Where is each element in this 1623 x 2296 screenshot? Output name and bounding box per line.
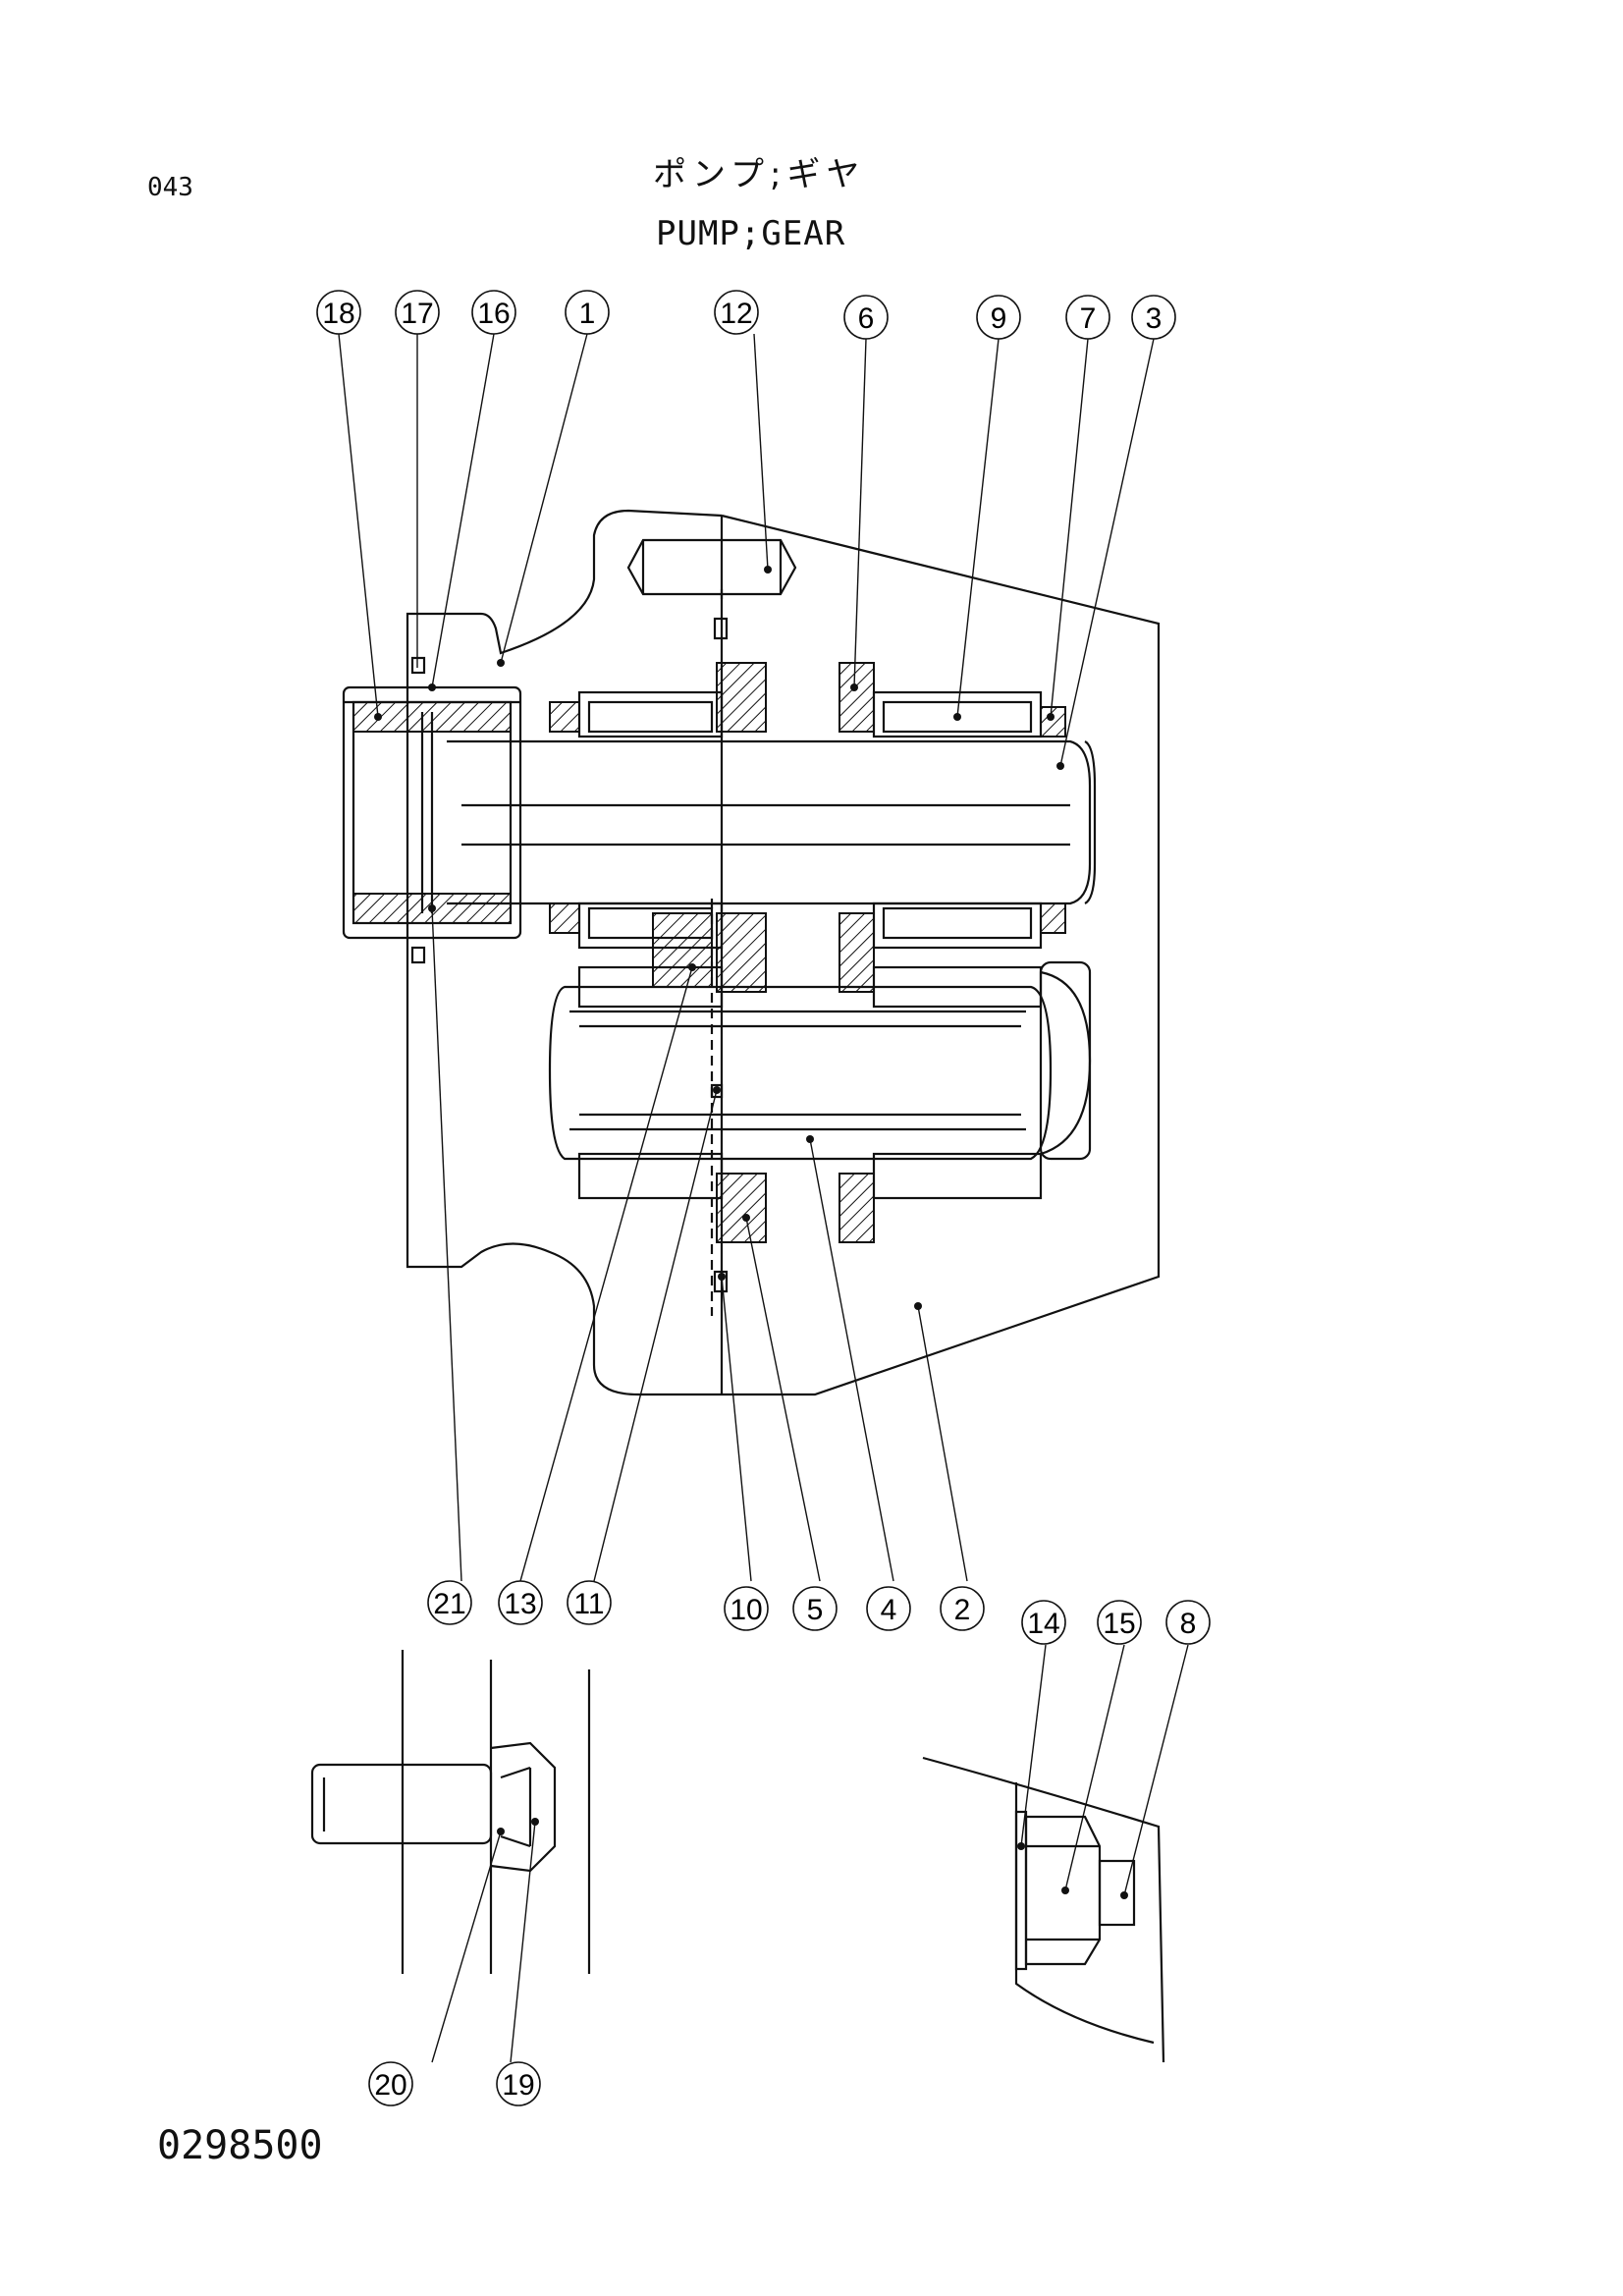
svg-text:7: 7 — [1080, 302, 1097, 335]
svg-text:13: 13 — [504, 1588, 536, 1620]
drawing-number: 0298500 — [157, 2123, 323, 2168]
svg-text:19: 19 — [502, 2069, 534, 2102]
nut-detail-right — [922, 1756, 1165, 2063]
svg-text:17: 17 — [401, 298, 433, 330]
svg-text:16: 16 — [477, 298, 510, 330]
svg-text:20: 20 — [374, 2069, 406, 2102]
callout-21: 21 — [427, 1580, 472, 1625]
callout-18: 18 — [316, 290, 361, 335]
shafts-and-gears — [410, 538, 1092, 1316]
svg-text:11: 11 — [573, 1588, 604, 1620]
title-english: PUMP;GEAR — [656, 214, 846, 253]
page-number: 043 — [147, 173, 193, 202]
callout-8: 8 — [1165, 1600, 1211, 1645]
callout-9: 9 — [976, 295, 1021, 340]
callout-16: 16 — [471, 290, 516, 335]
callout-10: 10 — [724, 1586, 769, 1631]
callout-2: 2 — [940, 1586, 985, 1631]
callout-19: 19 — [496, 2061, 541, 2106]
callout-17: 17 — [395, 290, 440, 335]
svg-text:9: 9 — [991, 302, 1007, 335]
svg-text:18: 18 — [322, 298, 354, 330]
callout-20: 20 — [368, 2061, 413, 2106]
callout-1: 1 — [565, 290, 610, 335]
leader-dots — [374, 566, 1128, 1899]
callout-3: 3 — [1131, 295, 1176, 340]
callout-4: 4 — [866, 1586, 911, 1631]
callout-7: 7 — [1065, 295, 1110, 340]
callout-bubbles: 18 17 16 1 12 6 9 7 3 21 13 11 10 5 4 2 … — [316, 290, 1211, 2106]
svg-text:8: 8 — [1180, 1608, 1197, 1640]
svg-text:21: 21 — [433, 1588, 465, 1620]
callout-14: 14 — [1021, 1600, 1066, 1645]
callout-5: 5 — [792, 1586, 838, 1631]
hatched-sections — [352, 662, 1066, 1243]
callout-6: 6 — [843, 295, 889, 340]
callout-13: 13 — [498, 1580, 543, 1625]
svg-text:6: 6 — [858, 302, 875, 335]
svg-text:15: 15 — [1103, 1608, 1135, 1640]
svg-text:3: 3 — [1146, 302, 1163, 335]
svg-text:14: 14 — [1027, 1608, 1059, 1640]
callout-15: 15 — [1097, 1600, 1142, 1645]
leader-lines — [338, 333, 1189, 2063]
svg-text:4: 4 — [881, 1594, 897, 1626]
title-japanese: ポンプ;ギヤ — [653, 155, 866, 194]
callout-11: 11 — [567, 1580, 612, 1625]
callout-12: 12 — [714, 290, 759, 335]
svg-text:12: 12 — [720, 298, 752, 330]
svg-text:5: 5 — [807, 1594, 824, 1626]
svg-text:1: 1 — [579, 298, 596, 330]
bolt-detail-left — [310, 1650, 591, 1974]
svg-text:2: 2 — [954, 1594, 971, 1626]
svg-text:10: 10 — [730, 1594, 762, 1626]
